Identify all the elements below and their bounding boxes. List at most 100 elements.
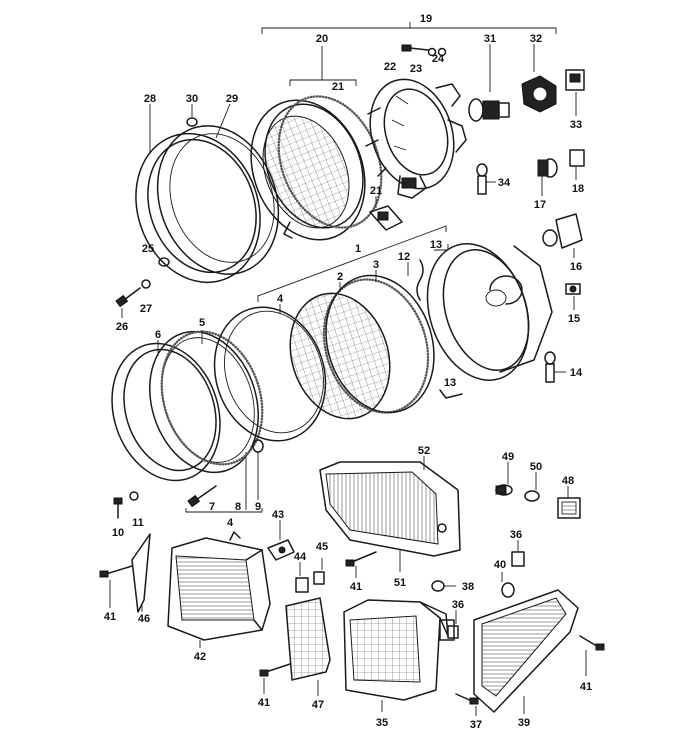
washer-27 [141,279,151,289]
headlamp-housing [365,78,467,199]
clip-45 [313,558,325,585]
turn-signal-52 [319,456,461,572]
clip-8-9 [252,439,264,500]
label-6: 6 [155,329,161,341]
label-22: 22 [384,61,396,73]
clip-36-right [511,540,525,567]
label-42: 42 [194,651,206,663]
label-41-bottom: 41 [258,697,270,709]
screw-37 [455,693,479,716]
screw-41-right [579,635,605,676]
label-34: 34 [498,177,511,189]
label-37: 37 [470,719,482,731]
label-27: 27 [140,303,152,315]
bracket-4-bottom [185,452,263,513]
clip-36-center [447,610,459,639]
screw-10 [113,497,123,519]
trim-ring-upper [135,103,280,284]
fog-lamp-42 [167,531,271,648]
label-51: 51 [394,577,406,589]
label-21-upper: 21 [332,81,344,93]
bracket-20 [289,46,357,86]
bulb-38 [431,580,456,592]
screw-41-center [345,551,377,578]
label-4-upper: 4 [277,293,284,305]
reflector-housing-1 [426,243,553,381]
screw-22 [401,44,429,52]
label-29: 29 [226,93,238,105]
label-28: 28 [144,93,156,105]
label-8: 8 [235,501,241,513]
connector-18 [569,149,585,180]
washers-23-24 [427,47,447,57]
label-39: 39 [518,717,530,729]
label-38: 38 [462,581,474,593]
bulb-15 [565,283,581,310]
label-49: 49 [502,451,514,463]
clip-25 [158,257,170,267]
label-20: 20 [316,33,328,45]
turn-lamp-35 [343,599,455,712]
side-lamp-39 [473,589,579,714]
label-33: 33 [570,119,582,131]
sealed-beam-lamp [250,95,383,241]
ring-5 [149,330,264,474]
label-17: 17 [534,199,546,211]
label-50: 50 [530,461,542,473]
plug-21 [369,196,403,231]
screw-41-left [99,565,133,608]
screw-26 [115,287,141,318]
label-4-lower: 4 [227,517,234,529]
callout-labels: 19 20 21 22 23 24 31 32 33 28 30 29 34 1… [104,13,592,731]
label-46: 46 [138,613,150,625]
label-3: 3 [373,259,379,271]
marker-lamp-48 [557,486,581,519]
label-43: 43 [272,509,284,521]
label-36-center-top: 36 [510,529,522,541]
bracket-43 [267,520,295,561]
label-7: 7 [209,501,215,513]
cover-47 [285,597,331,696]
label-41-left: 41 [104,611,116,623]
clip-30 [186,104,198,127]
spring-12 [407,259,424,301]
label-13-lower: 13 [444,377,456,389]
label-5: 5 [199,317,205,329]
bulb-50 [524,472,540,502]
connector-33 [565,69,585,116]
washer-11 [129,491,139,501]
label-23: 23 [410,63,422,75]
label-36-center: 36 [452,599,464,611]
bracket-1 [257,225,447,302]
label-19: 19 [420,13,432,25]
bracket-19 [261,22,557,34]
bulb-socket-16 [542,213,583,258]
connector-44 [295,562,309,593]
label-41-right: 41 [580,681,592,693]
label-21-lower: 21 [370,185,382,197]
label-18: 18 [572,183,584,195]
cap-32 [521,44,557,113]
label-10: 10 [112,527,124,539]
label-48: 48 [562,475,574,487]
screw-41-bottom [259,663,291,694]
label-52: 52 [418,445,430,457]
label-31: 31 [484,33,496,45]
label-16: 16 [570,261,582,273]
bulb-14 [544,351,566,383]
label-47: 47 [312,699,324,711]
seal-3 [322,270,435,414]
bulb-31 [468,44,510,122]
screw-7 [187,485,217,508]
label-45: 45 [316,541,328,553]
label-35: 35 [376,717,388,729]
label-41-center: 41 [350,581,362,593]
label-13-upper: 13 [430,239,442,251]
bracket-13 [434,244,463,399]
label-2: 2 [337,271,343,283]
label-14: 14 [570,367,583,379]
label-1: 1 [355,243,361,255]
label-40: 40 [494,559,506,571]
label-44: 44 [294,551,307,563]
